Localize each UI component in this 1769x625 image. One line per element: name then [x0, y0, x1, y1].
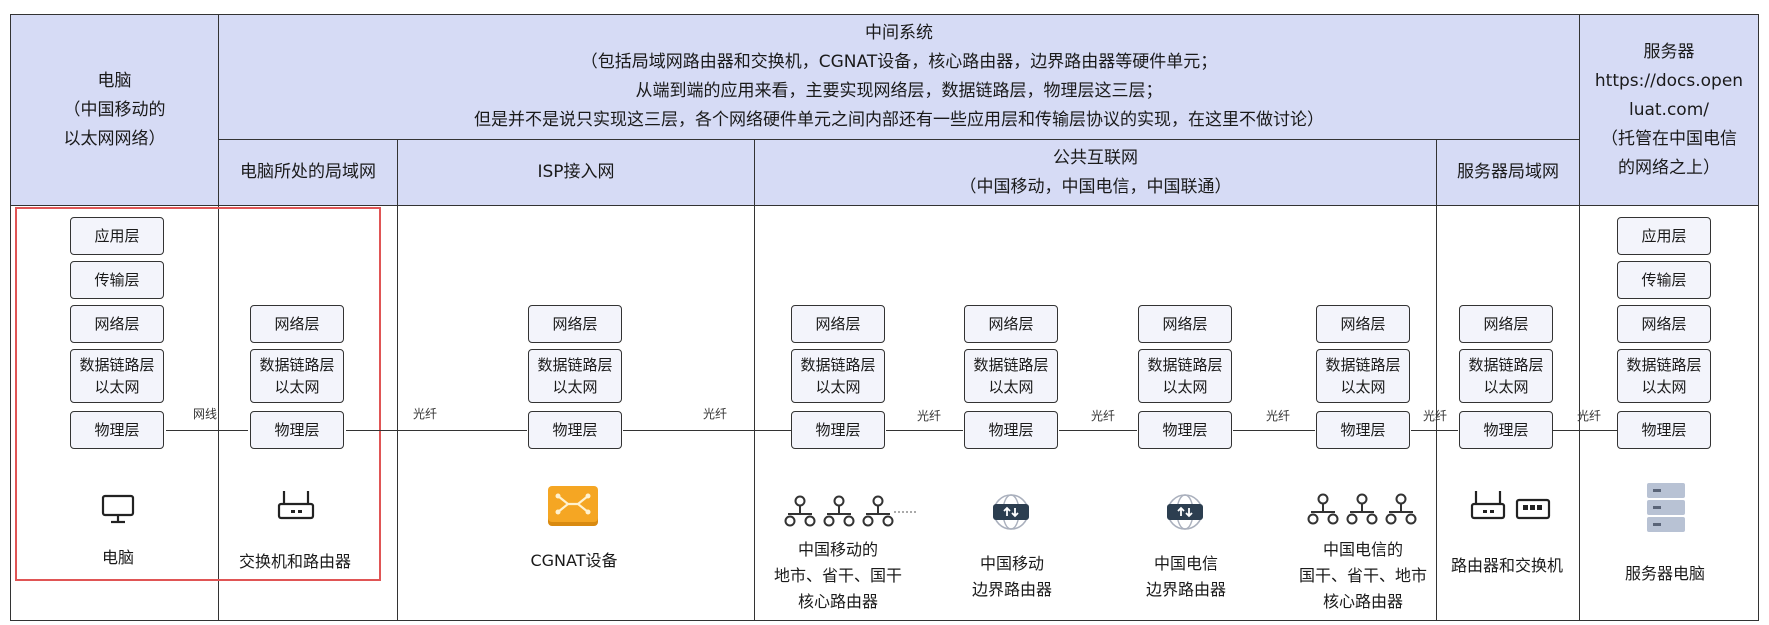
edge-router-globe-icon-2 [1167, 494, 1203, 530]
fiber-label-2: 光纤 [703, 407, 728, 421]
server-physical-layer: 物理层 [1617, 411, 1711, 449]
cm-edge-caption: 中国移动边界路由器 [971, 554, 1053, 599]
srvlan-network-layer: 网络层 [1459, 305, 1553, 343]
ct-edge-caption: 中国电信边界路由器 [1145, 554, 1227, 599]
server-lan-caption: 路由器和交换机 [1450, 556, 1564, 575]
router-switch-icon [1470, 491, 1551, 520]
switch-network-layer: 网络层 [250, 305, 344, 343]
ctcore-datalink-layer: 数据链路层以太网 [1316, 349, 1410, 403]
fiber-label-6: 光纤 [1423, 409, 1448, 423]
server-transport-layer: 传输层 [1617, 261, 1711, 299]
pc-app-layer: 应用层 [70, 217, 164, 255]
switch-physical-layer: 物理层 [250, 411, 344, 449]
server-datalink-layer: 数据链路层以太网 [1617, 349, 1711, 403]
srvlan-physical-layer: 物理层 [1459, 411, 1553, 449]
ctcore-network-layer: 网络层 [1316, 305, 1410, 343]
ctedge-physical-layer: 物理层 [1138, 411, 1232, 449]
ctedge-network-layer: 网络层 [1138, 305, 1232, 343]
cm-core-caption: 中国移动的地市、省干、国干核心路由器 [773, 540, 903, 611]
link-ctedge-ctcore [1233, 430, 1315, 431]
pc-datalink-layer: 数据链路层以太网 [70, 349, 164, 403]
server-lan-header: 服务器局域网 [1436, 139, 1580, 206]
cgnat-physical-layer: 物理层 [528, 411, 622, 449]
ctedge-datalink-layer: 数据链路层以太网 [1138, 349, 1232, 403]
ct-core-caption: 中国电信的国干、省干、地市核心路由器 [1298, 540, 1428, 611]
cgnat-datalink-layer: 数据链路层以太网 [528, 349, 622, 403]
cmedge-network-layer: 网络层 [964, 305, 1058, 343]
fiber-label-4: 光纤 [1091, 409, 1116, 423]
link-pc-switch [166, 430, 248, 431]
link-core-cmedge [886, 430, 963, 431]
link-ctcore-srvlan [1411, 430, 1458, 431]
cgnat-network-layer: 网络层 [528, 305, 622, 343]
fiber-label-7: 光纤 [1577, 409, 1602, 423]
cmedge-physical-layer: 物理层 [964, 411, 1058, 449]
cmedge-datalink-layer: 数据链路层以太网 [964, 349, 1058, 403]
pc-header: 电脑（中国移动的以太网网络） [10, 14, 219, 206]
link-cgnat-core [623, 430, 791, 431]
pc-caption: 电脑 [101, 548, 135, 567]
server-caption: 服务器电脑 [1624, 564, 1706, 583]
server-network-layer: 网络层 [1617, 305, 1711, 343]
public-internet-header: 公共互联网（中国移动，中国电信，中国联通） [754, 139, 1437, 206]
lan-header: 电脑所处的局域网 [218, 139, 398, 206]
fiber-label-5: 光纤 [1266, 409, 1291, 423]
server-app-layer: 应用层 [1617, 217, 1711, 255]
fiber-label-1: 光纤 [413, 407, 438, 421]
srvlan-datalink-layer: 数据链路层以太网 [1459, 349, 1553, 403]
edge-router-globe-icon [993, 494, 1029, 530]
switch-caption: 交换机和路由器 [238, 552, 352, 571]
cgnat-icon [548, 486, 598, 526]
ctcore-physical-layer: 物理层 [1316, 411, 1410, 449]
bottom-divider [10, 620, 1759, 621]
pc-physical-layer: 物理层 [70, 411, 164, 449]
cmcore-network-layer: 网络层 [791, 305, 885, 343]
router-icon [277, 491, 315, 520]
cmcore-physical-layer: 物理层 [791, 411, 885, 449]
link-switch-cgnat [346, 430, 527, 431]
monitor-icon [101, 494, 135, 524]
cable-label: 网线 [193, 407, 218, 421]
link-cmedge-ctedge [1059, 430, 1137, 431]
pc-network-layer: 网络层 [70, 305, 164, 343]
pc-transport-layer: 传输层 [70, 261, 164, 299]
cmcore-datalink-layer: 数据链路层以太网 [791, 349, 885, 403]
switch-datalink-layer: 数据链路层以太网 [250, 349, 344, 403]
cgnat-caption: CGNAT设备 [530, 551, 618, 570]
link-srvlan-server [1553, 430, 1617, 431]
fiber-label-3: 光纤 [917, 409, 942, 423]
isp-header: ISP接入网 [397, 139, 755, 206]
highlight-rectangle [15, 207, 381, 581]
middle-system-header: 中间系统（包括局域网路由器和交换机，CGNAT设备，核心路由器，边界路由器等硬件… [218, 14, 1580, 140]
core-router-cluster-icon-2 [1307, 493, 1417, 525]
server-icon [1647, 483, 1685, 532]
core-router-cluster-icon [784, 495, 918, 527]
